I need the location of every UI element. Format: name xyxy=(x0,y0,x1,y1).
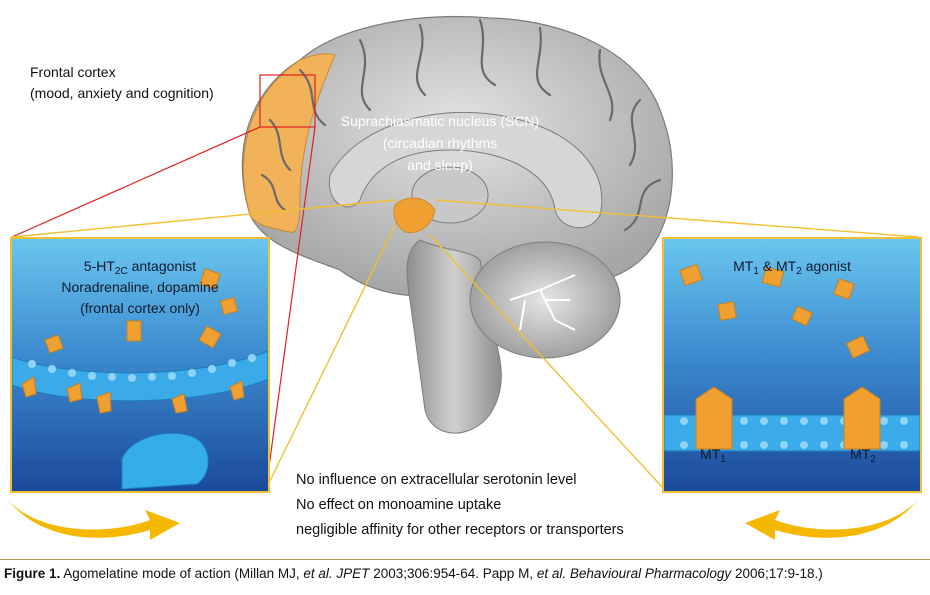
right-curved-arrow xyxy=(745,500,918,540)
receptor-subscript: 2C xyxy=(114,266,128,277)
frontal-cortex-mechanism-panel: 5-HT2C antagonist Noradrenaline, dopamin… xyxy=(10,237,270,493)
caption-text: 2003;306:954-64. Papp M, xyxy=(369,566,537,581)
caption-text: Agomelatine mode of action (Millan MJ, xyxy=(60,566,304,581)
mt2-receptor-label: MT2 xyxy=(850,446,876,465)
scn-subtitle-line1: (circadian rhythms xyxy=(382,135,498,151)
scn-title: Suprachiasmatic nucleus (SCN) xyxy=(340,113,540,129)
caption-journal: Behavioural Pharmacology xyxy=(566,566,732,581)
left-curved-arrow xyxy=(8,500,180,540)
brain-illustration xyxy=(8,16,919,540)
scn-label: Suprachiasmatic nucleus (SCN) (circadian… xyxy=(330,110,550,176)
scn-subtitle-line2: and sleep) xyxy=(407,157,473,173)
receptor-action: antagonist xyxy=(127,258,197,274)
scn-mechanism-panel: MT1 & MT2 agonist MT1 MT2 xyxy=(662,237,922,493)
effect-item: No influence on extracellular serotonin … xyxy=(296,472,577,488)
caption-et-al: et al. xyxy=(303,566,333,581)
caption-divider xyxy=(0,559,930,560)
frontal-cortex-title: Frontal cortex xyxy=(30,64,116,80)
mt1-receptor-label: MT1 xyxy=(700,446,726,465)
mt1-receptor-name: MT xyxy=(700,446,721,462)
receptor-name: 5-HT xyxy=(83,258,115,274)
figure-label: Figure 1. xyxy=(4,566,61,581)
cerebellum-arbor xyxy=(509,274,576,331)
mt1-receptor-subscript: 1 xyxy=(720,454,726,465)
effects-list: No influence on extracellular serotonin … xyxy=(296,468,624,543)
figure-caption: Figure 1. Agomelatine mode of action (Mi… xyxy=(4,566,930,581)
left-panel-graphic xyxy=(12,268,268,490)
neurotransmitter-label: Noradrenaline, dopamine xyxy=(61,279,219,295)
agonist-label: MT1 & MT2 agonist xyxy=(664,256,920,282)
caption-et-al: et al. xyxy=(536,566,567,581)
region-note-label: (frontal cortex only) xyxy=(80,300,200,316)
caption-journal: JPET xyxy=(332,566,370,581)
mt2-receptor-subscript: 2 xyxy=(870,454,876,465)
effect-item: negligible affinity for other receptors … xyxy=(296,522,624,538)
brain-hemisphere xyxy=(241,16,673,297)
frontal-cortex-subtitle: (mood, anxiety and cognition) xyxy=(30,85,214,101)
receptor-antagonist-label: 5-HT2C antagonist xyxy=(12,256,268,282)
mt1-subscript: 1 xyxy=(753,266,759,277)
right-panel-graphic xyxy=(664,263,920,452)
agonist-action: agonist xyxy=(801,258,851,274)
effect-item: No effect on monoamine uptake xyxy=(296,497,502,513)
frontal-cortex-label: Frontal cortex (mood, anxiety and cognit… xyxy=(30,62,214,104)
caption-text: 2006;17:9-18.) xyxy=(731,566,823,581)
mt1-name: MT xyxy=(733,258,754,274)
mt2-name: & MT xyxy=(758,258,797,274)
scn-region xyxy=(393,197,436,234)
mt2-subscript: 2 xyxy=(796,266,802,277)
mt2-receptor-name: MT xyxy=(850,446,871,462)
frontal-cortex-callout-box xyxy=(259,74,316,128)
corpus-callosum xyxy=(328,111,603,229)
